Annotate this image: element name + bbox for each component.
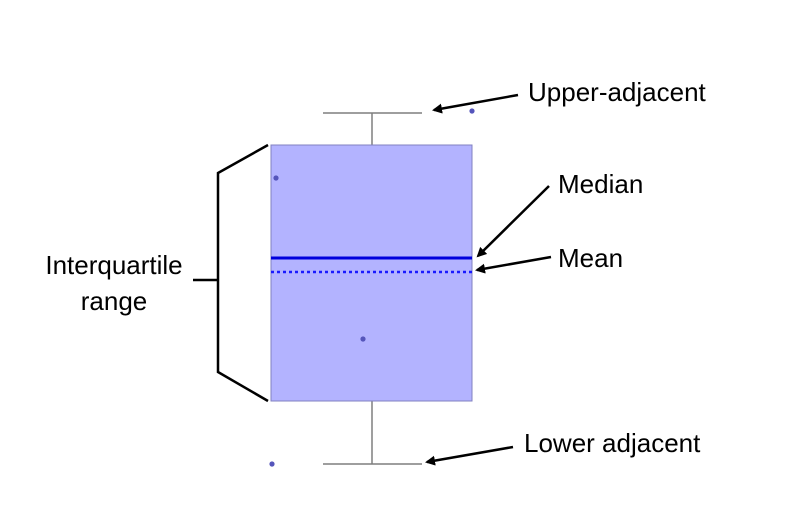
mean-arrow [475, 255, 552, 274]
median-label: Median [558, 169, 643, 199]
mean-label: Mean [558, 243, 623, 273]
lower-adjacent-label: Lower adjacent [524, 428, 701, 458]
data-point [273, 175, 279, 181]
interquartile-box [270, 144, 473, 402]
lower-adjacent-arrow [425, 445, 514, 466]
data-point [469, 108, 475, 114]
median-arrow [476, 185, 550, 258]
iqr-label-line2: range [81, 286, 148, 316]
iqr-label-line1: Interquartile [45, 250, 182, 280]
data-point [360, 336, 366, 342]
upper-adjacent-arrow [432, 93, 519, 114]
iqr-bracket [216, 143, 269, 403]
upper-adjacent-label: Upper-adjacent [528, 77, 707, 107]
data-point [269, 461, 275, 467]
